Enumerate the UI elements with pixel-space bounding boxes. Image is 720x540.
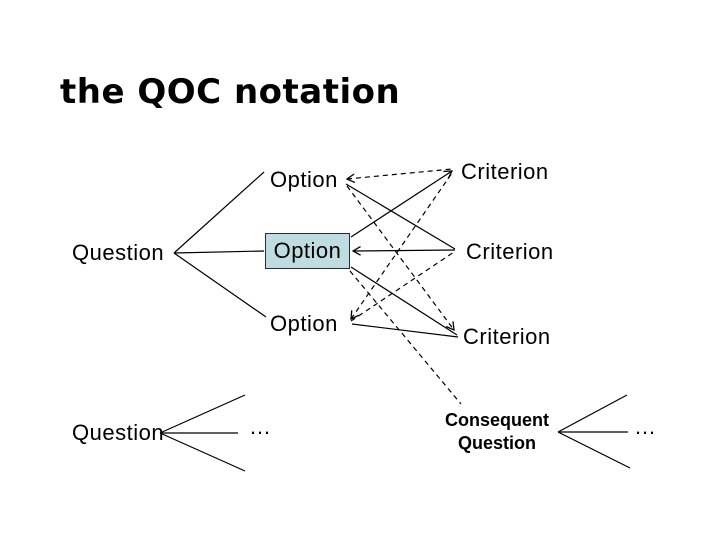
node-consequent-question: Consequent Question [428,409,566,455]
edge-o1-c1 [347,168,453,179]
node-question-bottom: Question [72,420,165,445]
node-option-selected-box: Option [265,233,350,269]
edge-o3-c1 [351,172,453,319]
node-question-top: Question [72,240,165,265]
node-option-top: Option [270,167,338,192]
edge-o1-c2 [345,183,456,250]
edge-o2-c3 [350,266,458,336]
edge-o3-c3 [351,323,459,338]
node-option-bottom: Option [270,311,338,336]
consequent-question-line2: Question [457,433,536,453]
edge-o2-cq [349,270,462,405]
edge-q2-a [159,394,246,434]
edge-q1-o2 [173,250,265,254]
consequent-question-line1: Consequent [444,410,549,430]
node-criterion-bottom: Criterion [463,324,551,349]
node-criterion-middle: Criterion [466,239,554,264]
edge-cq-a [557,394,628,433]
ellipsis-left: … [249,414,272,439]
edge-o2-c2 [353,250,456,251]
edge-q1-o3 [173,252,267,318]
node-criterion-top: Criterion [461,159,549,184]
edge-q2-c [159,432,246,472]
edge-o1-c3 [346,185,454,330]
slide-title: the QOC notation [60,72,401,112]
edge-o2-c1 [350,171,452,238]
edge-q1-o1 [173,171,265,254]
edge-o3-c2 [350,251,455,322]
node-option-selected-label: Option [273,238,342,263]
edge-cq-c [557,431,631,469]
ellipsis-right: … [634,414,657,439]
